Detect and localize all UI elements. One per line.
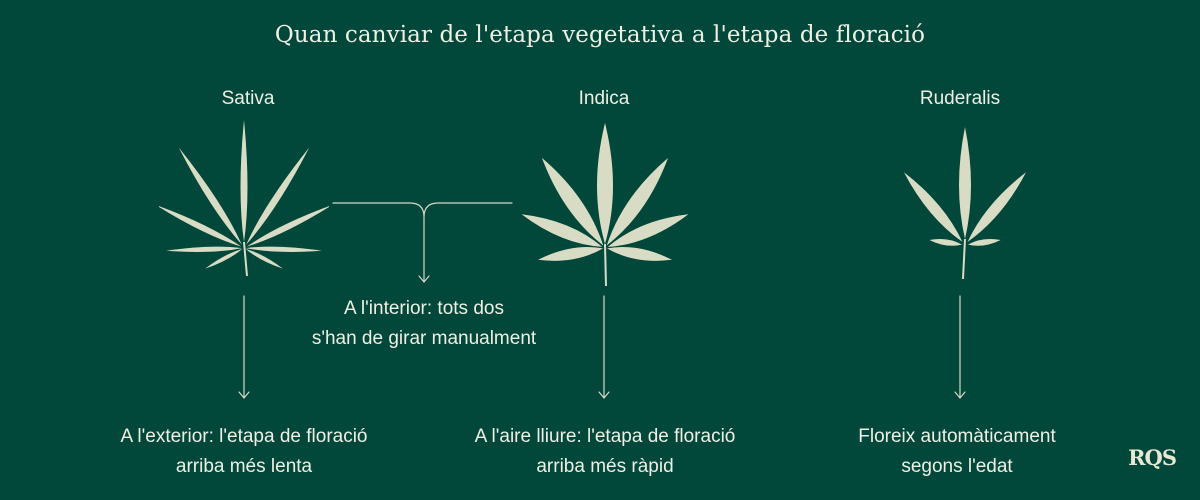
ruderalis-arrowhead (954, 391, 966, 399)
sativa-label: Sativa (221, 88, 275, 109)
sativa-arrowhead (238, 391, 250, 399)
sativa-leaf-icon (159, 120, 329, 277)
ruderalis-outcome: Floreix automàticament segons l'edat (767, 422, 1147, 482)
sativa-outcome-line-2: arriba més lenta (175, 456, 313, 477)
indica-outcome-line-1: A l'aire lliure: l'etapa de floració (474, 426, 736, 447)
indoor-note-line-1: A l'interior: tots dos (344, 298, 504, 319)
ruderalis-outcome-line-1: Floreix automàticament (858, 426, 1056, 447)
indica-arrowhead (598, 391, 610, 399)
indica-label: Indica (578, 88, 630, 109)
indica-outcome-line-2: arriba més ràpid (536, 456, 674, 477)
indica-leaf-icon (521, 123, 689, 287)
sativa-outcome: A l'exterior: l'etapa de floració arriba… (54, 422, 434, 482)
rqs-logo: RQS (1128, 445, 1177, 470)
indoor-note-line-2: s'han de girar manualment (311, 328, 537, 349)
ruderalis-label: Ruderalis (919, 88, 1001, 109)
sativa-outcome-line-1: A l'exterior: l'etapa de floració (120, 426, 368, 447)
indoor-note: A l'interior: tots dos s'han de girar ma… (234, 294, 614, 354)
bracket-arrowhead (418, 275, 430, 283)
ruderalis-leaf-icon (903, 127, 1027, 280)
diagram-title: Quan canviar de l'etapa vegetativa a l'e… (274, 22, 926, 48)
bracket-connector (332, 202, 513, 218)
indica-outcome: A l'aire lliure: l'etapa de floració arr… (415, 422, 795, 482)
ruderalis-outcome-line-2: segons l'edat (901, 456, 1013, 477)
